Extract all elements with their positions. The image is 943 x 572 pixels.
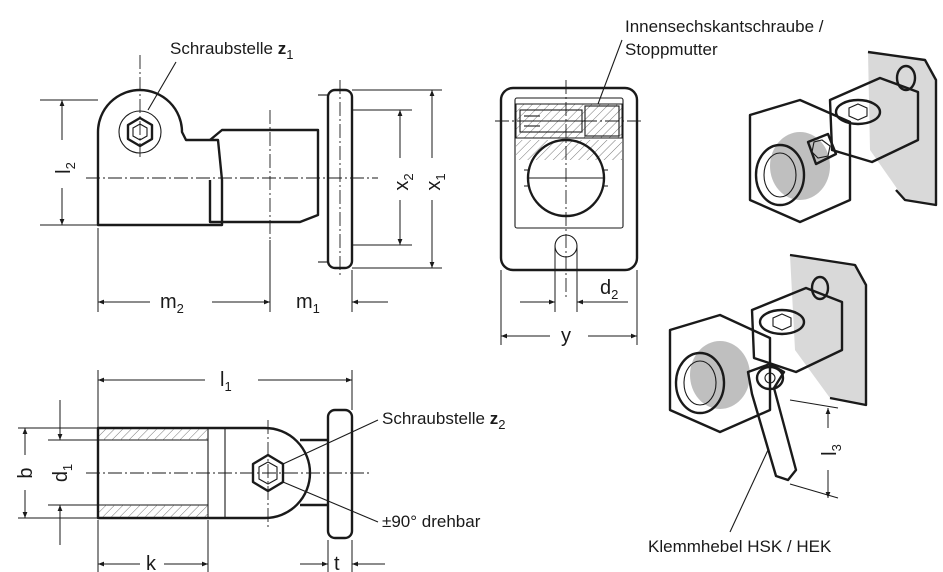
top-body-outline [96, 426, 312, 520]
top-flange [326, 408, 354, 540]
front-body-outline [96, 88, 224, 227]
dim-x2: x2 [391, 173, 416, 190]
front-arm-outline [208, 128, 320, 224]
dim-y: y [561, 325, 571, 347]
label-clamp-lever: Klemmhebel HSK / HEK [648, 537, 832, 556]
dim-m1: m1 [296, 291, 320, 316]
clamp-lever-handle [746, 362, 798, 482]
iso-view-clamp-lever [668, 253, 868, 533]
dim-t: t [334, 553, 340, 572]
dim-d1: d1 [50, 464, 75, 482]
dim-l2: l2 [53, 162, 78, 174]
label-rotatable: ±90° drehbar [382, 512, 481, 531]
dim-k: k [146, 553, 157, 572]
label-screw-point-z1: Schraubstelle z1 [170, 39, 293, 62]
front-view [40, 55, 442, 312]
dim-l1: l1 [220, 369, 232, 394]
dim-x1: x1 [423, 173, 448, 190]
dim-l3: l3 [819, 444, 844, 456]
side-view [495, 39, 642, 345]
dim-b: b [15, 467, 37, 478]
top-view [18, 370, 385, 572]
side-outline [499, 86, 639, 272]
dim-m2: m2 [160, 291, 184, 316]
label-stop-nut: Stoppmutter [625, 40, 718, 59]
label-screw-point-z2: Schraubstelle z2 [382, 409, 505, 432]
dim-d2: d2 [600, 277, 618, 302]
iso-view-screw-clamp [748, 50, 938, 224]
label-hex-socket-screw: Innensechskantschraube / [625, 17, 824, 36]
